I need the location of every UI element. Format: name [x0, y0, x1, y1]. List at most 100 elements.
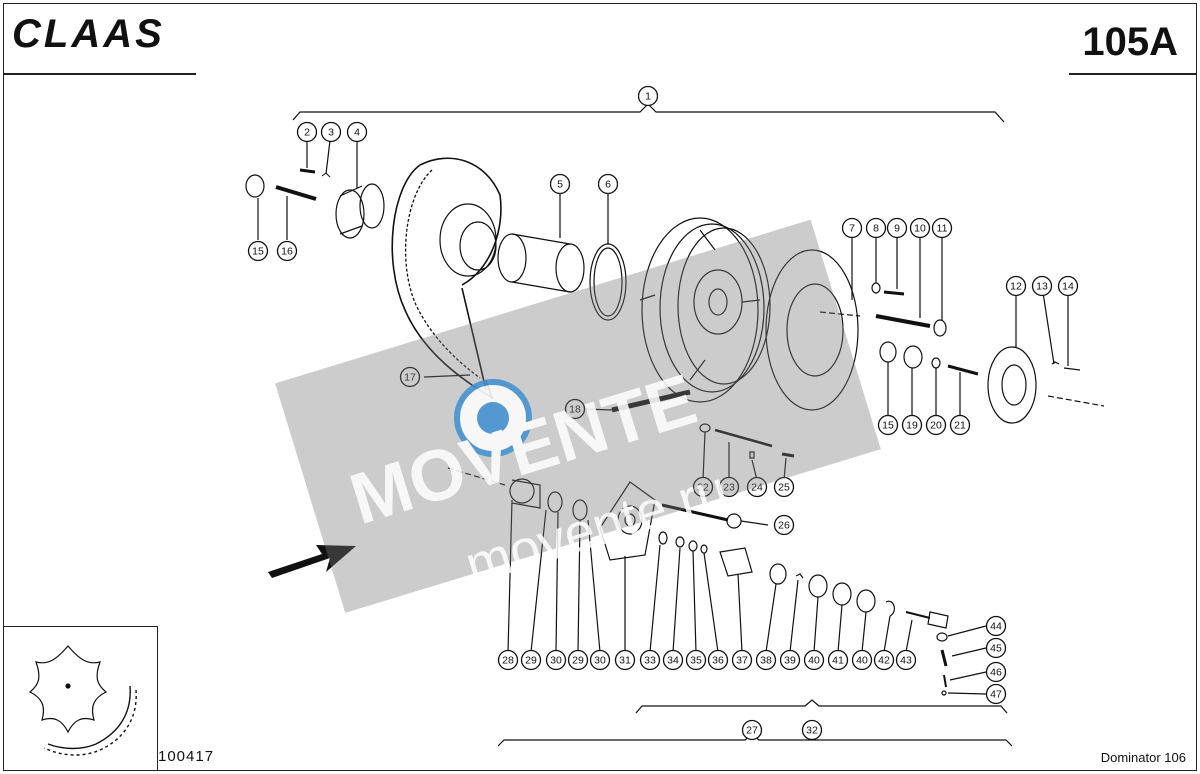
callout-30: 30 — [545, 649, 567, 671]
callout-1: 1 — [637, 85, 659, 107]
callout-circle — [949, 414, 971, 436]
callout-circle — [662, 649, 684, 671]
callout-number: 1 — [645, 91, 651, 103]
flange-part — [987, 346, 1037, 424]
callout-number: 42 — [878, 655, 890, 667]
callout-circle — [741, 719, 763, 741]
pin-part — [275, 185, 317, 201]
callout-circle — [567, 649, 589, 671]
callout-circle — [851, 649, 873, 671]
callout-circle — [925, 414, 947, 436]
callout-circle — [320, 121, 342, 143]
callout-number: 28 — [502, 655, 514, 667]
bearing-housing — [599, 481, 656, 561]
callout-29: 29 — [567, 649, 589, 671]
callout-number: 4 — [354, 127, 360, 139]
callout-circle — [247, 240, 269, 262]
callout-42: 42 — [873, 649, 895, 671]
callout-number: 44 — [990, 621, 1002, 633]
callout-12: 12 — [1005, 275, 1027, 297]
callout-44: 44 — [985, 615, 1007, 637]
callout-36: 36 — [707, 649, 729, 671]
callout-number: 40 — [856, 655, 868, 667]
callout-20: 20 — [925, 414, 947, 436]
callout-number: 13 — [1036, 281, 1048, 293]
claas-logo: CLAAS — [12, 12, 165, 56]
callout-circle — [773, 514, 795, 536]
callout-number: 19 — [906, 420, 918, 432]
callout-21: 21 — [949, 414, 971, 436]
callout-circle — [779, 649, 801, 671]
callout-circle — [639, 649, 661, 671]
callout-number: 32 — [806, 725, 818, 737]
callout-15: 15 — [247, 240, 269, 262]
callout-number: 24 — [751, 482, 763, 494]
callout-circle — [276, 240, 298, 262]
callout-17: 17 — [399, 366, 421, 388]
callout-13: 13 — [1031, 275, 1053, 297]
callout-32: 32 — [801, 719, 823, 741]
callout-number: 47 — [990, 689, 1002, 701]
callout-35: 35 — [685, 649, 707, 671]
inset-star-wheel — [28, 645, 137, 756]
callout-circle — [865, 217, 887, 239]
callout-circle — [692, 476, 714, 498]
key-part — [611, 389, 691, 413]
callout-39: 39 — [779, 649, 801, 671]
callout-number: 16 — [281, 246, 293, 258]
callout-number: 43 — [900, 655, 912, 667]
callout-47: 47 — [985, 683, 1007, 705]
callout-circle — [497, 649, 519, 671]
callout-7: 7 — [841, 217, 863, 239]
callout-number: 22 — [697, 482, 709, 494]
callout-number: 6 — [605, 179, 611, 191]
callout-circle — [346, 121, 368, 143]
callout-8: 8 — [865, 217, 887, 239]
sleeve-part — [497, 233, 527, 283]
callout-number: 27 — [746, 725, 758, 737]
callout-25: 25 — [773, 476, 795, 498]
callout-number: 21 — [954, 420, 966, 432]
inset-detail-box — [3, 626, 158, 771]
callout-circle — [296, 121, 318, 143]
callout-circle — [985, 637, 1007, 659]
toothed-belt — [391, 164, 473, 386]
callout-number: 10 — [914, 223, 926, 235]
page-code: 105A — [1082, 20, 1178, 64]
callout-37: 37 — [731, 649, 753, 671]
callout-41: 41 — [827, 649, 849, 671]
callout-6: 6 — [597, 173, 619, 195]
callout-number: 9 — [894, 223, 900, 235]
drawing-number: 100417 — [158, 748, 215, 765]
header-rule — [1069, 73, 1197, 75]
model-label: Dominator 106 — [1100, 750, 1186, 765]
callout-circle — [1005, 275, 1027, 297]
callout-number: 8 — [873, 223, 879, 235]
callout-number: 7 — [849, 223, 855, 235]
callout-circle — [873, 649, 895, 671]
callout-number: 45 — [990, 643, 1002, 655]
callout-circle — [931, 217, 953, 239]
callout-19: 19 — [901, 414, 923, 436]
callout-circle — [731, 649, 753, 671]
callout-11: 11 — [931, 217, 953, 239]
callout-number: 2 — [304, 127, 310, 139]
callout-number: 29 — [525, 655, 537, 667]
callout-circle — [564, 398, 586, 420]
callout-30: 30 — [589, 649, 611, 671]
callout-16: 16 — [276, 240, 298, 262]
callout-28: 28 — [497, 649, 519, 671]
callout-circle — [877, 414, 899, 436]
ring-part — [589, 243, 627, 321]
callout-circle — [707, 649, 729, 671]
callout-46: 46 — [985, 661, 1007, 683]
callout-38: 38 — [755, 649, 777, 671]
callout-number: 39 — [784, 655, 796, 667]
callout-circle — [549, 173, 571, 195]
callout-40: 40 — [851, 649, 873, 671]
nut-part — [719, 547, 753, 577]
callout-number: 11 — [937, 223, 948, 235]
callout-number: 29 — [572, 655, 584, 667]
callout-number: 34 — [667, 655, 679, 667]
callout-number: 15 — [882, 420, 894, 432]
